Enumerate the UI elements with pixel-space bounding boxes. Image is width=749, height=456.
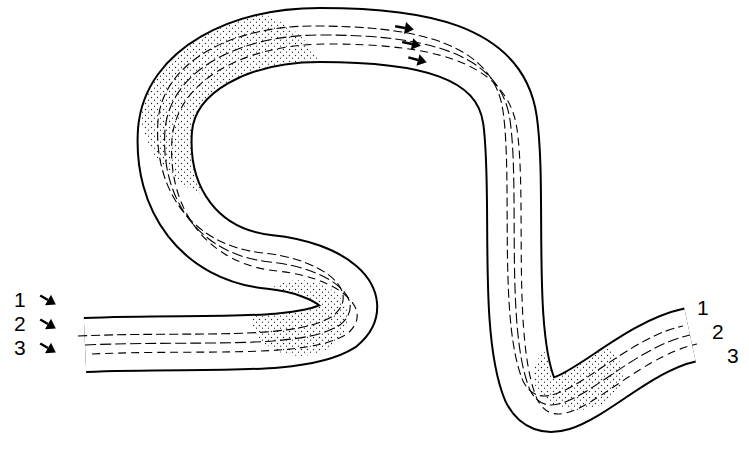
inflow-arrows	[37, 290, 59, 357]
flow-line-number: 3	[14, 336, 26, 359]
flow-line-number: 1	[14, 288, 26, 311]
flow-line-number: 1	[697, 296, 709, 319]
flow-line-number: 2	[14, 312, 26, 335]
flow-line-number: 2	[712, 320, 724, 343]
flow-arrows	[394, 20, 428, 68]
flow-line-number: 3	[727, 344, 739, 367]
point-bars	[140, 10, 623, 410]
flow-lines	[78, 26, 697, 414]
